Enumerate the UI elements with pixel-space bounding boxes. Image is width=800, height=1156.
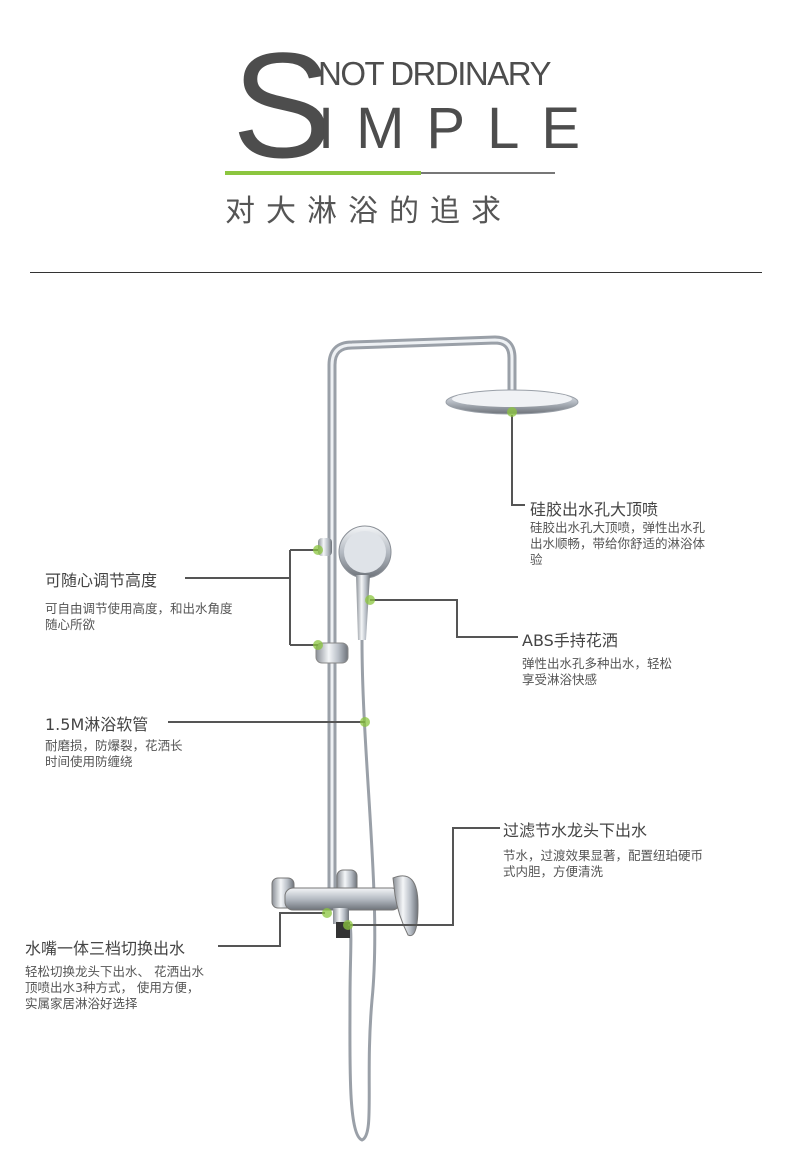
callout-title-hose: 1.5M淋浴软管 [45, 715, 149, 734]
callout-title-height: 可随心调节高度 [45, 571, 158, 590]
hose [348, 639, 377, 1142]
rain-shower-head [445, 389, 579, 415]
logo-word: IMPLE [318, 96, 603, 161]
subtitle: 对大淋浴的追求 [225, 194, 512, 229]
callout-title-rain-head: 硅胶出水孔大顶喷 [530, 500, 659, 519]
grey-underline [421, 172, 555, 174]
divider [30, 272, 762, 273]
slide-bracket [315, 642, 349, 664]
callout-desc-hose: 耐磨损，防爆裂，花洒长 时间使用防缠绕 [45, 738, 183, 769]
callout-lines [168, 415, 525, 947]
mixer-valve [271, 869, 419, 938]
callout-desc-rain-head: 硅胶出水孔大顶喷，弹性出水孔 出水顺畅，带给你舒适的淋浴体 验 [530, 520, 706, 567]
shower-pipe [327, 335, 517, 900]
callout-desc-height: 可自由调节使用高度，和出水角度 随心所欲 [45, 601, 233, 632]
callout-title-hand-shower: ABS手持花洒 [522, 631, 618, 650]
tagline: NOT DRDINARY [318, 55, 551, 92]
callout-title-three-mode: 水嘴一体三档切换出水 [25, 939, 186, 958]
callout-title-filter: 过滤节水龙头下出水 [503, 821, 648, 840]
callout-desc-hand-shower: 弹性出水孔多种出水，轻松 享受淋浴快感 [522, 656, 673, 687]
callout-desc-three-mode: 轻松切换龙头下出水、 花洒出水 顶喷出水3种方式， 使用方便， 实属家居淋浴好选… [25, 964, 204, 1011]
highlight-dots [313, 407, 517, 930]
callout-desc-filter: 节水，过渡效果显著，配置纽珀硬币 式内胆，方便清洗 [503, 848, 704, 879]
logo-big-s: S [232, 21, 333, 189]
hand-shower [318, 525, 392, 640]
accent-underline [225, 171, 421, 175]
